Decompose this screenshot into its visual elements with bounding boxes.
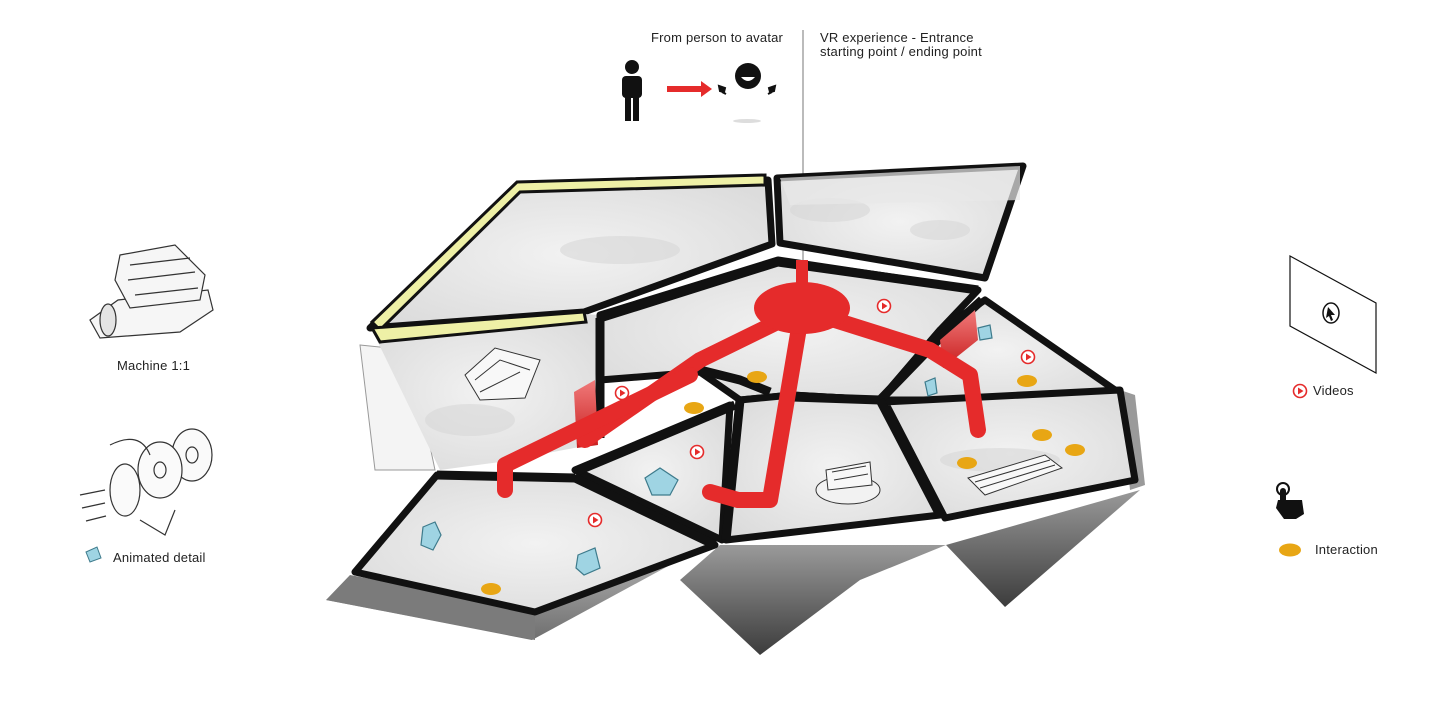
entrance-label-line1: VR experience - Entrance <box>820 30 974 45</box>
screen-cursor-icon <box>1289 254 1377 375</box>
yellow-wall-lower <box>369 310 588 344</box>
entrance-path-stub <box>796 260 808 300</box>
interaction-dot-icon <box>957 457 977 469</box>
crystal-icon <box>644 467 679 496</box>
entrance-label-line2: starting point / ending point <box>820 44 982 59</box>
avatar-icon <box>717 63 777 123</box>
machine-model-left <box>464 347 541 401</box>
animated-detail-label: Animated detail <box>113 550 206 565</box>
animated-crystals <box>420 324 993 576</box>
machine-label: Machine 1:1 <box>117 358 191 373</box>
machine-model-center <box>815 461 881 505</box>
crystal-icon <box>575 547 601 576</box>
interaction-dot-icon <box>481 583 501 595</box>
visitor-path <box>497 302 986 508</box>
interaction-dot-icon <box>1279 543 1301 557</box>
interaction-label: Interaction <box>1315 542 1378 557</box>
crystal-icon <box>924 377 938 397</box>
interaction-dot-icon <box>1017 375 1037 387</box>
interaction-dots <box>481 371 1085 595</box>
play-icon <box>614 385 630 401</box>
play-icon <box>1020 349 1036 365</box>
crystal-icon <box>977 324 993 341</box>
hand-pointer-icon <box>1276 482 1304 519</box>
machine-icon <box>89 244 214 339</box>
crystal-icon <box>420 521 442 551</box>
interaction-dot-icon <box>1065 444 1085 456</box>
arrow-icon <box>667 81 712 97</box>
machine-model-right <box>967 454 1064 496</box>
entrance-start-point <box>754 282 850 334</box>
floor-texture <box>425 198 1060 472</box>
interaction-dot-icon <box>747 371 767 383</box>
screen-wall <box>780 166 1020 205</box>
play-icon <box>587 512 603 528</box>
crystal-icon <box>85 546 102 563</box>
person-to-avatar-label: From person to avatar <box>651 30 784 45</box>
play-icon <box>1292 383 1308 399</box>
exploded-part-icon <box>79 428 213 536</box>
videos-label: Videos <box>1313 383 1354 398</box>
interaction-dot-icon <box>684 402 704 414</box>
play-icon <box>876 298 892 314</box>
person-icon <box>622 60 642 121</box>
interior-walls <box>436 257 986 550</box>
play-icon <box>689 444 705 460</box>
interaction-dot-icon <box>1032 429 1052 441</box>
